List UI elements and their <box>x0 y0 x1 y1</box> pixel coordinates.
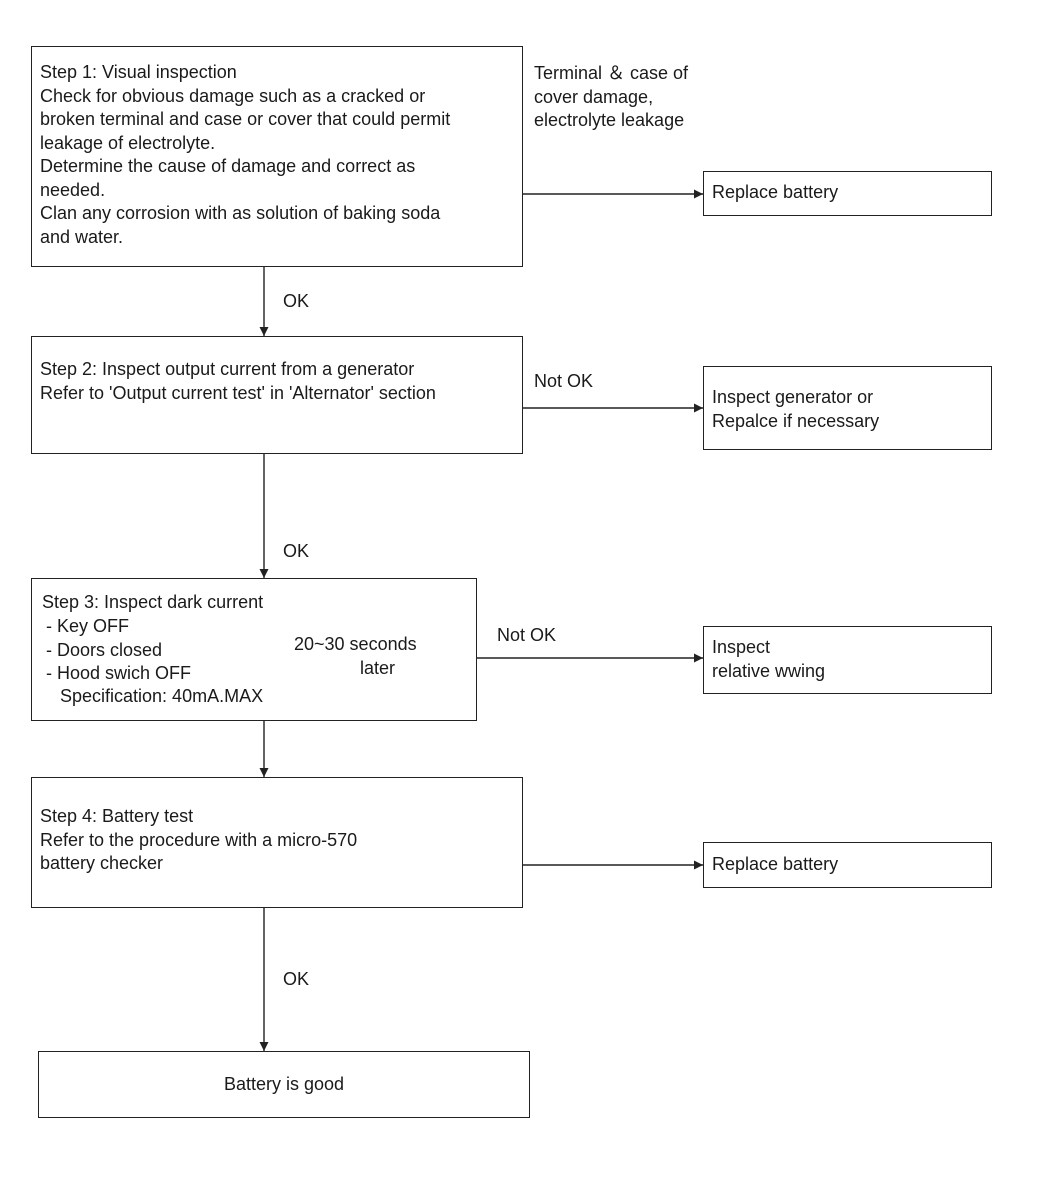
step1-line: Clan any corrosion with as solution of b… <box>40 203 441 223</box>
battery-good-box: Battery is good <box>38 1051 530 1118</box>
condition-doors-closed: - Doors closed <box>46 640 163 660</box>
side-note-line: electrolyte leakage <box>534 110 685 130</box>
inspect-generator-line: Repalce if necessary <box>712 410 880 431</box>
wait-line: 20~30 seconds <box>294 634 417 654</box>
ok-label-1: OK <box>283 291 310 311</box>
ok-label-4: OK <box>283 969 310 989</box>
inspect-wiring-box: Inspect relative wwing <box>703 626 992 694</box>
step1-line: Check for obvious damage such as a crack… <box>40 85 426 106</box>
step1-line: and water. <box>40 226 124 247</box>
inspect-wiring-line: Inspect <box>712 637 771 657</box>
step2-box: Step 2: Inspect output current from a ge… <box>31 336 523 454</box>
not-ok-label-3: Not OK <box>497 625 557 645</box>
step4-line: Step 4: Battery test <box>40 806 194 826</box>
step1-line: needed. <box>40 179 106 200</box>
not-ok-label-2: Not OK <box>534 371 594 391</box>
step3-box: Step 3: Inspect dark current - Key OFF -… <box>31 578 477 721</box>
replace-battery-box-2: Replace battery <box>703 842 992 888</box>
replace-battery-box-1: Replace battery <box>703 171 992 216</box>
inspect-wiring-line: relative wwing <box>712 660 826 681</box>
step4-box: Step 4: Battery test Refer to the proced… <box>31 777 523 908</box>
side-note-line: Terminal ＆ case of <box>534 63 689 83</box>
step4-line: Refer to the procedure with a micro-570 <box>40 829 358 850</box>
inspect-generator-line: Inspect generator or <box>712 387 874 407</box>
side-note-line: cover damage, <box>534 86 654 107</box>
step1-line: broken terminal and case or cover that c… <box>40 109 451 129</box>
replace-battery-label: Replace battery <box>712 182 839 202</box>
wait-line: later <box>360 658 396 678</box>
step1-box: Step 1: Visual inspection Check for obvi… <box>31 46 523 267</box>
ok-label-2: OK <box>283 541 310 561</box>
battery-good-label: Battery is good <box>223 1074 345 1094</box>
step2-line: Step 2: Inspect output current from a ge… <box>40 359 415 379</box>
step1-line: leakage of electrolyte. <box>40 132 216 153</box>
replace-battery-label: Replace battery <box>712 854 839 874</box>
step1-line: Step 1: Visual inspection <box>40 62 237 82</box>
step3-title: Step 3: Inspect dark current <box>42 592 264 612</box>
step2-line: Refer to 'Output current test' in 'Alter… <box>40 382 436 403</box>
step1-side-note: Terminal ＆ case of cover damage, electro… <box>534 62 688 133</box>
step4-line: battery checker <box>40 853 164 873</box>
condition-hood-switch-off: - Hood swich OFF <box>46 663 192 683</box>
spec-line: Specification: 40mA.MAX <box>60 686 264 706</box>
condition-key-off: - Key OFF <box>46 616 130 636</box>
inspect-generator-box: Inspect generator or Repalce if necessar… <box>703 366 992 450</box>
step1-line: Determine the cause of damage and correc… <box>40 156 416 176</box>
